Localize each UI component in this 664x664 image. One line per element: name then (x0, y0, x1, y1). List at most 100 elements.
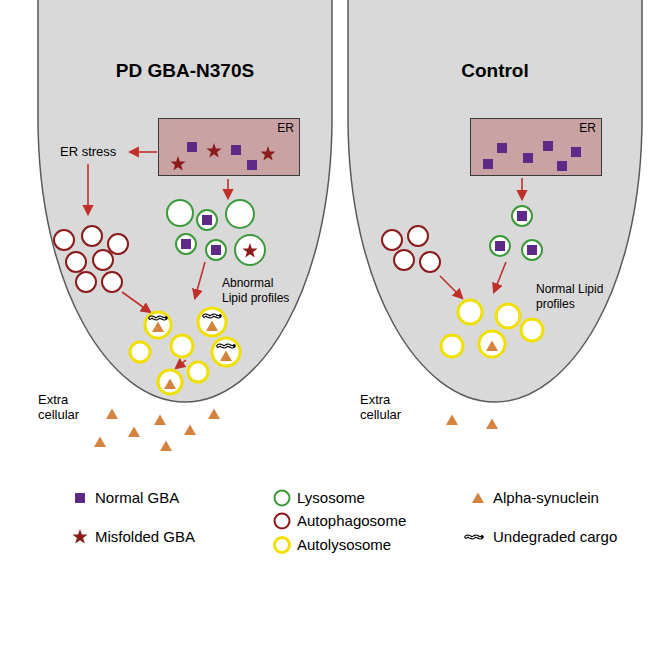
er-protein (260, 146, 275, 161)
autophagosome (76, 272, 96, 292)
autolysosome-cargo (206, 321, 218, 332)
lysosome (176, 234, 196, 254)
lipid-label: Normal Lipid profiles (536, 282, 612, 312)
er-protein (557, 161, 567, 171)
legend-swatch (472, 493, 484, 504)
legend-text: Undegraded cargo (493, 528, 617, 546)
autolysosome-cargo (164, 379, 176, 390)
lysosome-gba (517, 211, 527, 221)
flow-arrow (521, 178, 523, 199)
alpha-synuclein (446, 415, 458, 426)
alpha-synuclein (486, 419, 498, 430)
legend-text: Autophagosome (297, 512, 406, 530)
alpha-synuclein (106, 409, 118, 420)
er-label: ER (159, 119, 299, 135)
lysosome (522, 240, 542, 260)
cell-title: PD GBA-N370S (35, 60, 335, 82)
lysosome (226, 200, 254, 228)
lysosome-gba (495, 211, 537, 255)
autophagosome (394, 250, 414, 270)
er-protein (170, 156, 185, 171)
alpha-synuclein (160, 441, 172, 452)
alpha-synuclein (154, 415, 166, 426)
flow-arrow (88, 152, 228, 368)
alpha-synuclein (208, 409, 220, 420)
autolysosome-cargo (220, 351, 232, 362)
lysosome (197, 210, 217, 230)
flow-arrow (494, 262, 506, 292)
legend-swatch (275, 514, 290, 529)
er-protein (483, 159, 493, 169)
flow-arrow (176, 360, 186, 368)
autolysosome (441, 335, 463, 357)
cell-title: Control (345, 60, 645, 82)
lysosome-gba (181, 215, 258, 258)
er-protein (543, 141, 553, 151)
autolysosome (130, 342, 150, 362)
er-protein (571, 147, 581, 157)
autophagosome (66, 252, 86, 272)
autolysosome-cargo (150, 315, 234, 389)
autolysosome (479, 331, 505, 357)
autolysosome-cargo (152, 322, 164, 333)
autophagosome (108, 234, 128, 254)
legend-text: Misfolded GBA (95, 528, 195, 546)
er-protein (187, 142, 197, 152)
flow-arrow (440, 276, 462, 298)
legend-swatch (275, 491, 290, 506)
legend-text: Lysosome (297, 489, 365, 507)
autolysosome (496, 304, 520, 328)
er-box: ER (470, 118, 602, 176)
lysosome (490, 236, 510, 256)
region-label: Extra cellular (38, 392, 98, 422)
alpha-synuclein (94, 409, 220, 452)
lysosome-gba (202, 215, 212, 225)
er-protein (497, 143, 507, 153)
er-box: ER (158, 118, 300, 176)
lysosome-gba (181, 239, 191, 249)
flow-arrow (87, 164, 89, 214)
flow-arrow (440, 178, 522, 298)
autolysosome (171, 335, 193, 357)
autophagosome (93, 250, 113, 270)
legend-swatch (275, 514, 290, 529)
er-protein (483, 141, 581, 171)
lysosome (512, 206, 532, 226)
autophagosome (54, 230, 74, 250)
legend-swatch (72, 529, 87, 544)
alpha-synuclein (486, 341, 498, 352)
legend-swatch (466, 536, 482, 538)
autolysosome-cargo (150, 317, 166, 319)
autophagosome (408, 226, 428, 246)
flow-arrow (122, 292, 150, 312)
autophagosome (382, 226, 440, 272)
alpha-synuclein (184, 425, 196, 436)
flow-arrow (130, 151, 157, 153)
lysosome (167, 200, 265, 265)
stress-label: ER stress (60, 144, 130, 159)
er-protein (247, 160, 257, 170)
legend-swatches (72, 491, 484, 553)
lipid-label: Abnormal Lipid profiles (222, 276, 298, 306)
lysosome-gba (211, 245, 221, 255)
autophagosome (102, 272, 122, 292)
lysosome (206, 240, 226, 260)
lysosome (167, 200, 193, 226)
alpha-synuclein (128, 427, 140, 438)
autophagosome (382, 230, 402, 250)
legend-swatch (472, 493, 484, 504)
legend-swatch (466, 536, 482, 538)
flow-arrow (195, 262, 205, 298)
autolysosome (130, 308, 240, 394)
cell-outline: ControlER (345, 0, 645, 402)
er-protein (170, 142, 275, 171)
legend-swatch (275, 538, 290, 553)
legend-swatch (275, 491, 290, 506)
region-label: Extra cellular (360, 392, 420, 422)
legend-text: Autolysosome (297, 536, 391, 554)
legend-swatch (75, 493, 85, 503)
lysosome-gba (242, 243, 257, 258)
alpha-synuclein (446, 341, 498, 430)
